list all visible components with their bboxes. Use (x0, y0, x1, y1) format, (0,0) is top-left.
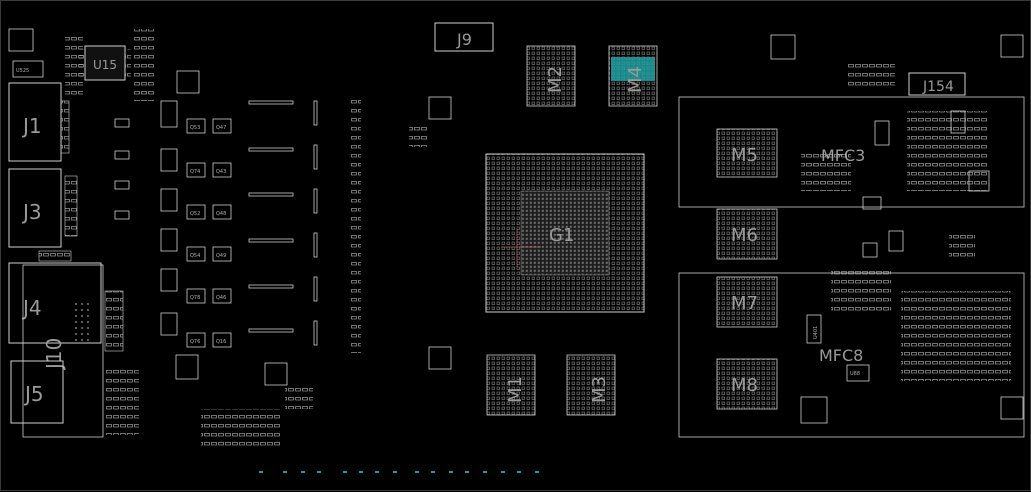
label-q47: Q47 (216, 125, 226, 131)
cap-cluster (409, 125, 427, 147)
label-q16: Q16 (216, 339, 226, 345)
resistor-array (133, 29, 155, 101)
cap-cluster (201, 409, 281, 449)
label-mfc8: MFC8 (819, 346, 863, 365)
label-u88: U88 (850, 371, 860, 377)
label-m3: M3 (589, 376, 610, 403)
pad-square (1000, 396, 1024, 420)
connector-j10: J10 (22, 264, 124, 438)
label-q48: Q48 (216, 211, 226, 217)
cap-cluster (949, 233, 975, 257)
label-j9: J9 (456, 30, 472, 49)
label-g1: G1 (549, 225, 574, 246)
label-q52: Q52 (190, 211, 200, 217)
mosfet-column (114, 118, 178, 336)
memory-m7: M7 (716, 276, 778, 328)
chip (874, 120, 890, 146)
label-u401: U401 (813, 326, 819, 339)
pad-square (428, 96, 452, 120)
pad-square (175, 354, 199, 380)
cap-cluster (285, 385, 313, 409)
cap-cluster (831, 271, 891, 311)
highlighted-net (611, 57, 655, 81)
label-m2: M2 (545, 66, 566, 93)
mosfet (160, 100, 178, 128)
label-j10: J10 (42, 338, 66, 371)
chip-u525: U525 (12, 60, 44, 78)
label-j4: J4 (21, 296, 42, 320)
label-j154: J154 (922, 79, 954, 95)
label-m1: M1 (505, 376, 526, 403)
pad-square (176, 70, 200, 94)
chip (950, 110, 966, 134)
label-q53: Q53 (190, 125, 200, 131)
label-m7: M7 (731, 293, 758, 314)
memory-m5: M5 (716, 128, 778, 178)
connector-j154: J154 (908, 72, 966, 96)
chip (968, 170, 990, 192)
label-u15: U15 (93, 58, 117, 72)
memory-m1: M1 (486, 354, 536, 416)
label-m5: M5 (731, 145, 758, 166)
cap-cluster (801, 151, 851, 191)
connector-j9: J9 (434, 22, 494, 52)
test-points (259, 471, 539, 473)
label-j1: J1 (21, 114, 42, 138)
connector-j1: J1 (8, 82, 70, 162)
label-q76: Q76 (190, 339, 200, 345)
connector-j4: J4 (8, 250, 102, 344)
label-m4: M4 (625, 66, 646, 93)
label-q46: Q46 (216, 295, 226, 301)
resistor-array (65, 37, 83, 97)
memory-m2: M2 (526, 45, 576, 107)
label-q78: Q78 (190, 295, 200, 301)
chip-u401: U401 (806, 314, 822, 344)
label-j3: J3 (21, 200, 42, 224)
pad-square (8, 28, 34, 52)
memory-m6: M6 (716, 208, 778, 260)
label-q74: Q74 (190, 169, 200, 175)
connector-j3: J3 (8, 168, 78, 248)
cap-cluster (105, 365, 139, 435)
chip (888, 230, 904, 252)
label-j5: J5 (23, 382, 44, 406)
pad-square (1000, 34, 1024, 58)
inductor-rows (248, 100, 318, 346)
label-q49: Q49 (216, 253, 226, 259)
cap-cluster (847, 63, 895, 89)
cap-cluster (901, 291, 1011, 381)
label-q54: Q54 (190, 253, 200, 259)
gpu-g1: G1 (485, 153, 645, 313)
label-u525: U525 (16, 68, 29, 74)
mosfet-grid: Q53 Q47 Q74 Q43 Q52 Q48 Q54 Q49 Q78 Q46 … (186, 118, 232, 348)
pad-square (264, 362, 288, 386)
chip (862, 242, 878, 258)
cap-cluster (907, 111, 987, 191)
label-m6: M6 (731, 225, 758, 246)
chip-u15: U15 (79, 45, 131, 81)
cap-column (351, 97, 361, 353)
label-m8: M8 (731, 375, 758, 396)
label-q43: Q43 (216, 169, 226, 175)
pad-square (428, 346, 452, 370)
region-upper (678, 96, 1025, 208)
memory-m4: M4 (608, 45, 658, 107)
chip (862, 196, 882, 210)
pad-square (800, 396, 828, 424)
chip-u88: U88 (846, 364, 870, 382)
memory-m3: M3 (566, 354, 616, 416)
pad-square (770, 34, 796, 60)
memory-m8: M8 (716, 358, 778, 410)
connector-j5: J5 (10, 360, 64, 424)
